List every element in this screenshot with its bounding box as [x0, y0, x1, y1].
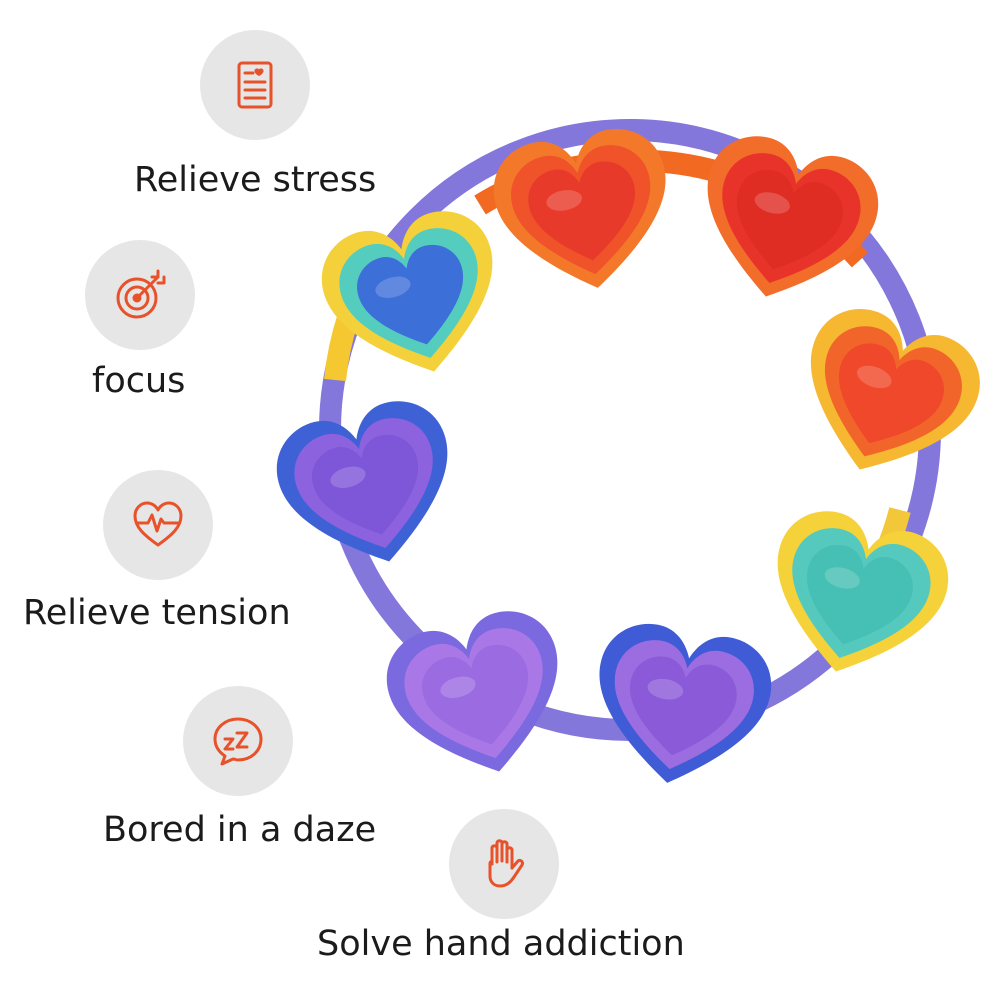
bracelet-bead	[752, 500, 960, 694]
hand-icon	[449, 809, 559, 919]
bracelet-bead	[486, 121, 683, 303]
bracelet-bead	[375, 600, 583, 794]
heart-pop-bracelet-image	[270, 119, 994, 798]
feature-label-focus: focus	[92, 361, 186, 401]
sleep-bubble-icon	[183, 686, 293, 796]
target-arrow-icon	[85, 240, 195, 350]
feature-label-bored-in-a-daze: Bored in a daze	[103, 810, 377, 850]
bracelet-bead	[270, 390, 473, 584]
document-heart-icon	[200, 30, 310, 140]
heart-pulse-icon	[103, 470, 213, 580]
bracelet-bead	[682, 125, 890, 319]
feature-label-relieve-stress: Relieve stress	[134, 160, 377, 200]
feature-label-relieve-tension: Relieve tension	[23, 593, 291, 633]
feature-label-solve-hand-addiction: Solve hand addiction	[317, 924, 685, 964]
bracelet-bead	[310, 200, 518, 394]
bracelet-bead	[778, 295, 994, 500]
bracelet-bead	[582, 616, 779, 798]
